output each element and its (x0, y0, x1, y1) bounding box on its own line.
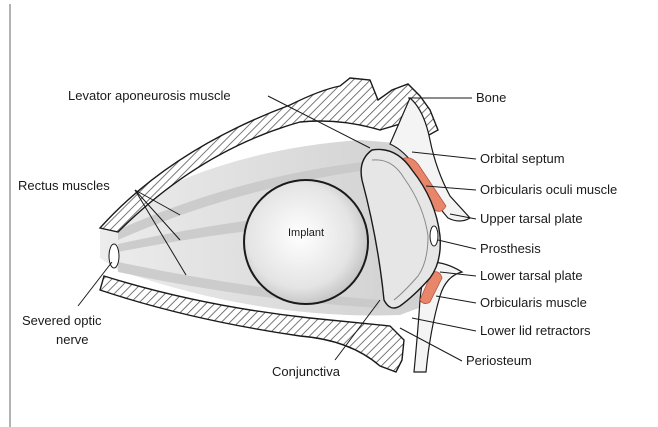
label-rectus: Rectus muscles (18, 178, 110, 193)
label-lower-lid-retractors: Lower lid retractors (480, 323, 591, 338)
label-orbital-septum: Orbital septum (480, 151, 565, 166)
label-bone: Bone (476, 90, 506, 105)
label-lower-tarsal: Lower tarsal plate (480, 268, 583, 283)
label-levator: Levator aponeurosis muscle (68, 88, 231, 103)
label-implant: Implant (288, 227, 324, 239)
label-optic-nerve-2: nerve (56, 332, 89, 347)
label-orbicularis-oculi: Orbicularis oculi muscle (480, 182, 617, 197)
label-optic-nerve-1: Severed optic (22, 313, 102, 328)
label-upper-tarsal: Upper tarsal plate (480, 211, 583, 226)
implant-sphere (244, 180, 368, 304)
label-orbicularis: Orbicularis muscle (480, 295, 587, 310)
prosthesis-cornea (430, 226, 438, 246)
label-prosthesis: Prosthesis (480, 241, 541, 256)
label-conjunctiva: Conjunctiva (272, 364, 341, 379)
label-periosteum: Periosteum (466, 353, 532, 368)
